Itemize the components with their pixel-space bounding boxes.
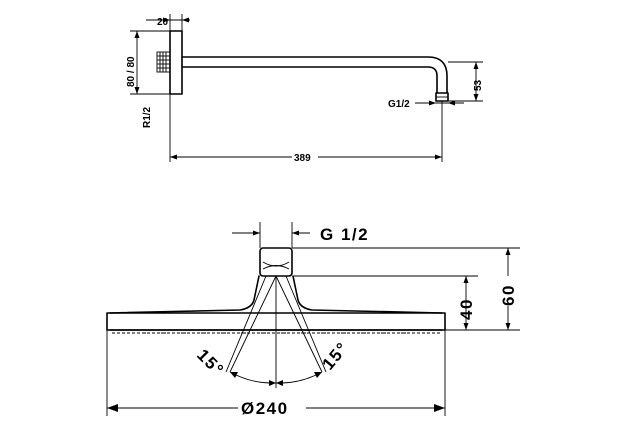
shower-head-drawing: 15° 15° G 1/2 40 — [106, 222, 520, 418]
spray-cone — [225, 275, 327, 388]
label-diameter: Ø240 — [241, 399, 289, 418]
dim-flange-width: 20 — [146, 14, 190, 31]
label-flange-height: 80 / 80 — [126, 56, 137, 87]
label-projection: 389 — [294, 153, 311, 164]
arm-tube-bottom — [181, 66, 438, 94]
wall-flange — [169, 30, 183, 95]
connection-nut — [259, 247, 293, 277]
label-total-height: 60 — [499, 284, 518, 306]
arm-tube-top — [181, 56, 448, 94]
label-spray-angle-right: 15° — [319, 338, 353, 373]
label-wall-thread: R1/2 — [142, 106, 153, 128]
dim-flange-height: 80 / 80 — [126, 30, 170, 95]
label-outlet-drop: 53 — [473, 79, 484, 91]
label-outlet-thread: G1/2 — [388, 99, 410, 110]
label-connection-thread: G 1/2 — [320, 225, 369, 244]
wall-connector — [156, 51, 171, 73]
dim-diameter: Ø240 — [106, 330, 446, 418]
dim-outlet-drop: 53 — [448, 61, 484, 102]
dim-projection: 389 — [169, 94, 443, 164]
label-flange-width: 20 — [157, 17, 169, 28]
dim-total-height: 60 — [292, 247, 520, 331]
dim-body-height: 40 — [294, 275, 478, 331]
head-body-right — [292, 275, 443, 314]
shower-arm-drawing: 20 80 / 80 R1/2 53 G1/2 — [126, 14, 484, 164]
head-body-left — [109, 275, 260, 314]
label-body-height: 40 — [457, 298, 476, 320]
label-spray-angle-left: 15° — [193, 345, 228, 380]
dim-spray-angle-right: 15° — [275, 338, 353, 386]
dim-connection-thread: G 1/2 — [232, 222, 369, 248]
dim-outlet-thread: G1/2 — [388, 99, 464, 110]
